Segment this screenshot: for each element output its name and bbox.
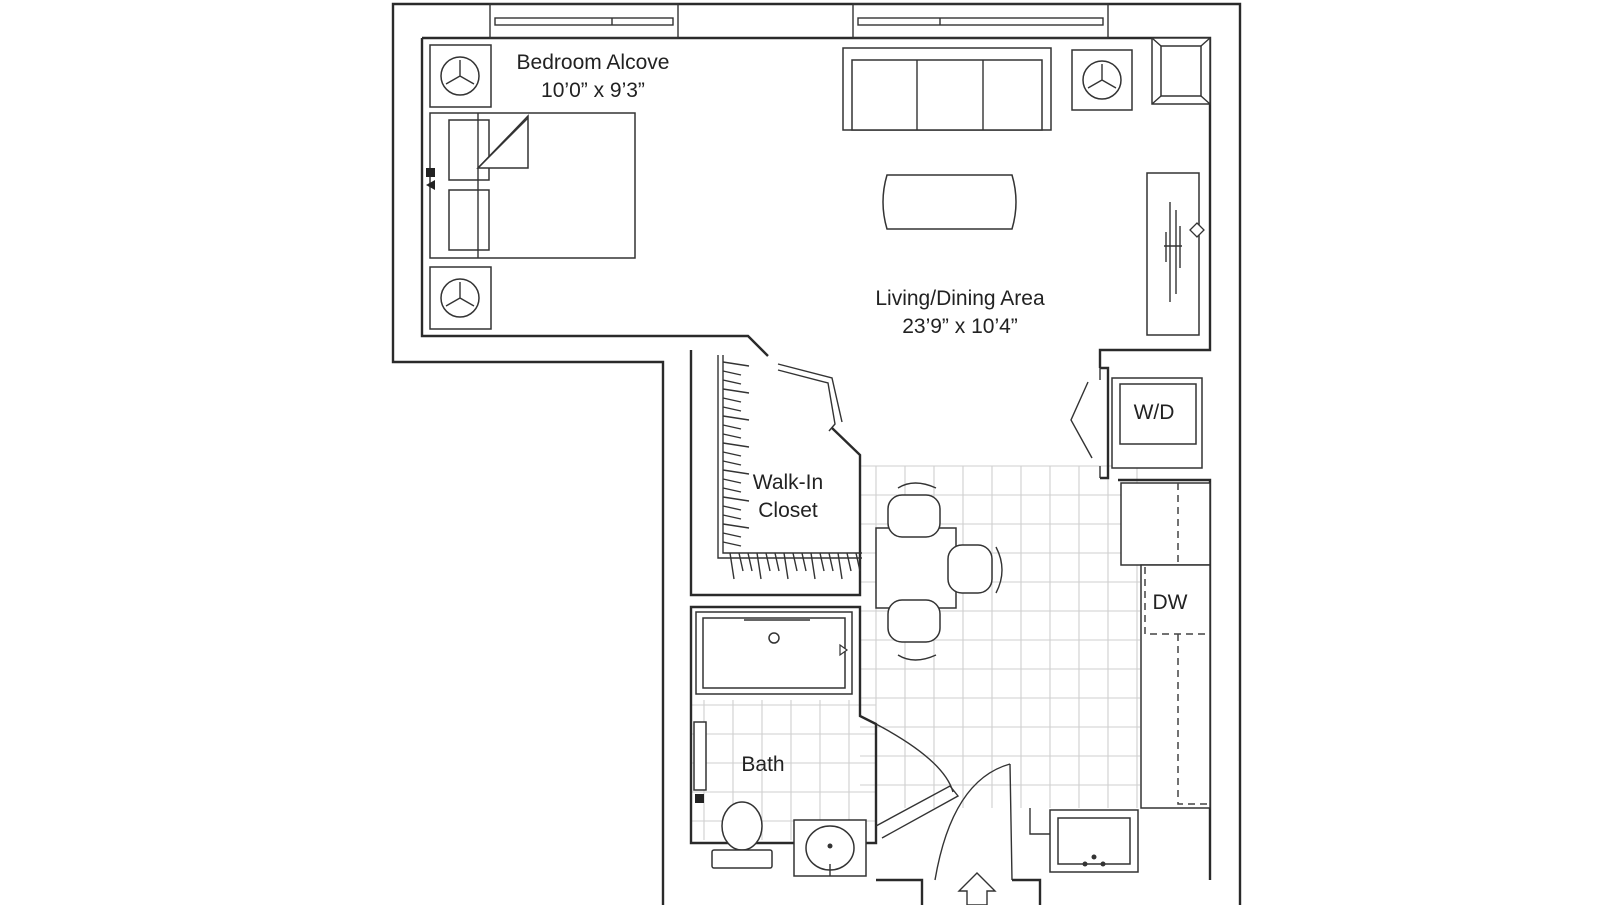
entry-door xyxy=(876,763,1050,905)
closet-hangers-vertical xyxy=(722,361,750,547)
washer-dryer-closet xyxy=(1070,366,1203,480)
bedroom-alcove-dims: 10’0” x 9’3” xyxy=(541,79,645,102)
bathroom xyxy=(689,605,960,877)
dining-set xyxy=(875,482,1003,661)
fireplace-unit xyxy=(1151,37,1211,105)
closet-hangers-horizontal xyxy=(729,552,861,580)
washer-dryer-label: W/D xyxy=(1134,401,1175,424)
walk-in-closet-label-line2: Closet xyxy=(758,499,818,522)
window-right xyxy=(852,3,1109,39)
entry-arrow-icon xyxy=(957,872,997,905)
end-table xyxy=(1071,49,1133,111)
coffee-table xyxy=(882,174,1017,230)
walk-in-closet-label-line1: Walk-In xyxy=(753,471,823,494)
window-left xyxy=(489,3,679,39)
sofa xyxy=(842,47,1052,131)
dishwasher-label: DW xyxy=(1153,591,1188,614)
tv-console xyxy=(1146,172,1205,336)
bedroom-alcove-name: Bedroom Alcove xyxy=(517,51,670,74)
bath-tile-floor xyxy=(691,700,876,840)
nightstand-top xyxy=(429,44,492,108)
nightstand-bottom xyxy=(429,266,492,330)
living-dining-dims: 23’9” x 10’4” xyxy=(902,315,1018,338)
bed xyxy=(429,112,636,259)
living-dining-name: Living/Dining Area xyxy=(875,287,1045,310)
kitchen-counter xyxy=(1049,478,1212,880)
bath-label: Bath xyxy=(741,753,784,776)
walk-in-closet xyxy=(717,355,862,580)
wall-outlet-bedroom xyxy=(426,168,435,190)
